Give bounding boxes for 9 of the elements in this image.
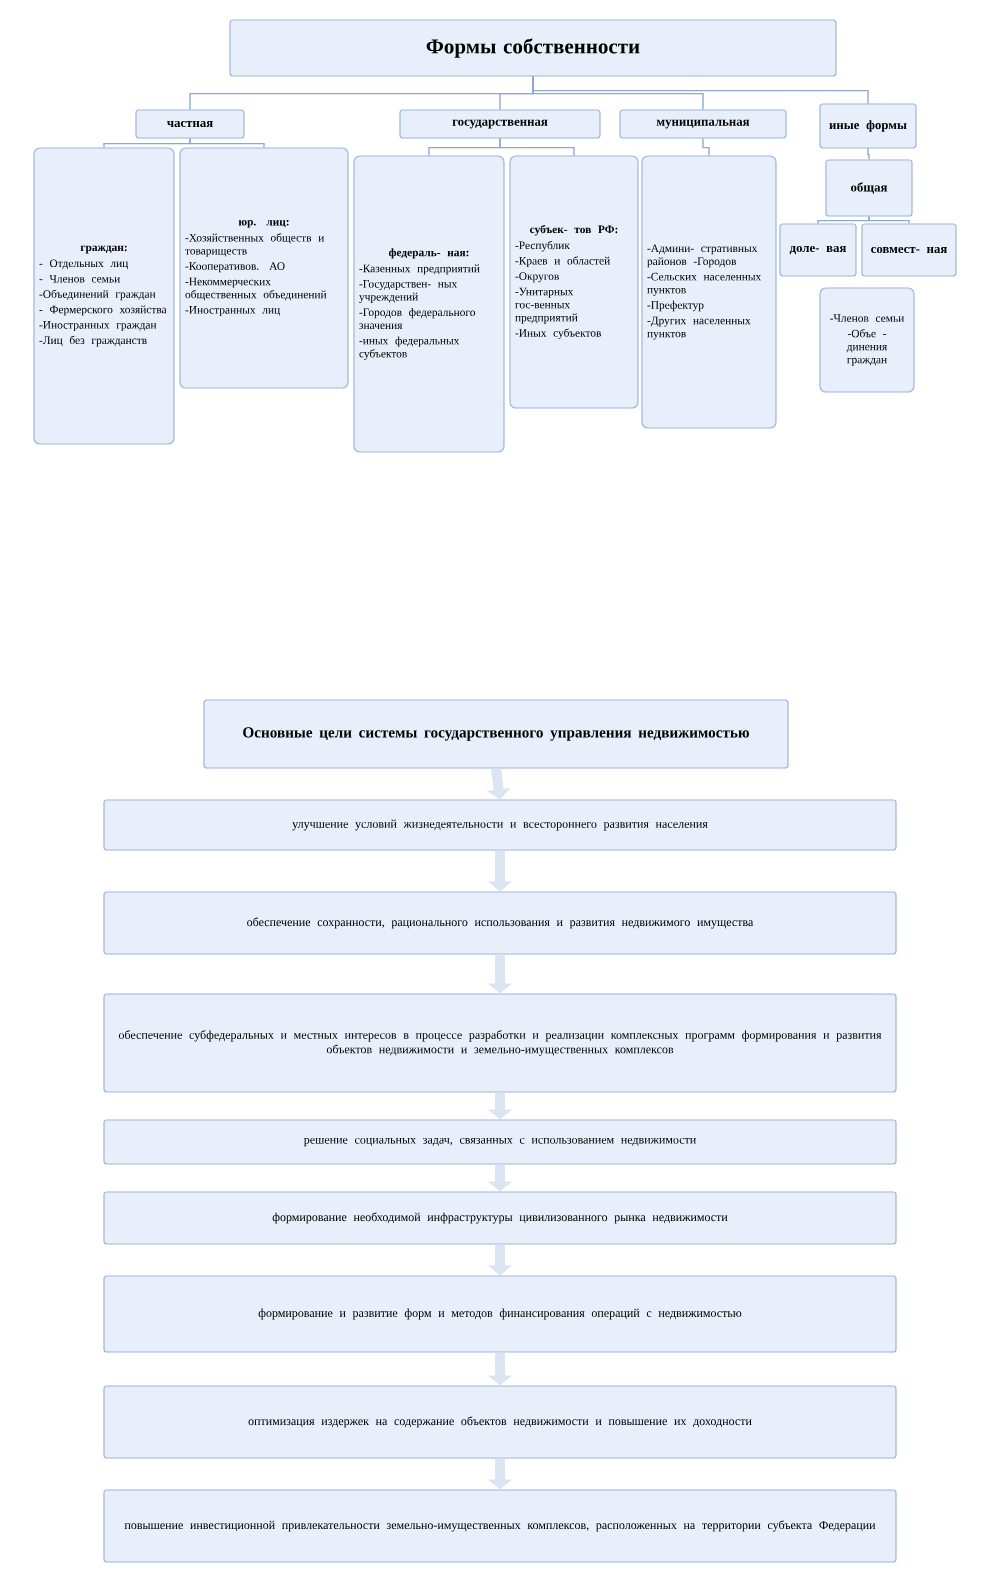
title-box: Формы собственности	[229, 19, 837, 77]
connector-line	[189, 137, 265, 149]
connector-line	[532, 75, 869, 105]
connector-line	[867, 147, 870, 161]
connector-line	[499, 137, 575, 157]
connector-line	[868, 215, 910, 225]
connector-line	[702, 137, 710, 157]
connector-line	[103, 137, 191, 149]
connector-line	[817, 215, 870, 225]
